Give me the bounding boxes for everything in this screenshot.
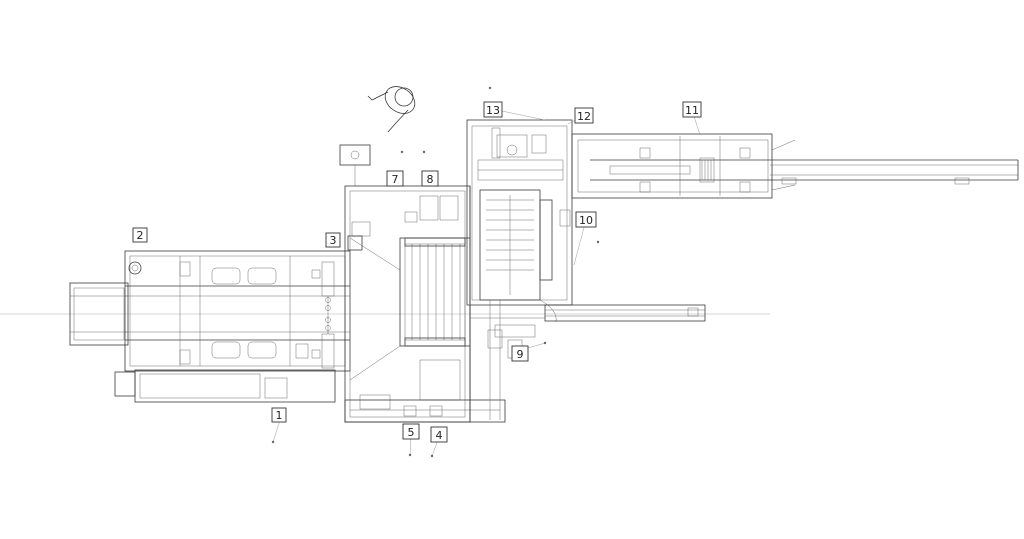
outfeed-conveyor	[571, 133, 1019, 199]
leader-13	[496, 109, 546, 121]
callout-8: 8	[421, 170, 439, 187]
callout-2: 2	[132, 227, 148, 243]
svg-text:2: 2	[137, 229, 144, 242]
infeed-module	[69, 250, 351, 403]
svg-text:8: 8	[427, 173, 434, 186]
callout-12: 12	[574, 107, 594, 124]
leader-10	[573, 219, 587, 266]
svg-text:12: 12	[577, 110, 591, 123]
central-module	[339, 144, 506, 423]
leader-5	[409, 436, 412, 456]
callout-3: 3	[325, 232, 341, 248]
svg-text:3: 3	[330, 234, 337, 247]
callout-9: 9	[511, 345, 529, 362]
side-discharge-rail	[470, 304, 706, 359]
leader-4	[431, 439, 439, 457]
svg-text:13: 13	[486, 104, 500, 117]
svg-text:9: 9	[517, 348, 524, 361]
leader-1	[272, 419, 281, 443]
svg-text:5: 5	[408, 426, 415, 439]
svg-text:1: 1	[276, 409, 283, 422]
callout-4: 4	[430, 426, 448, 443]
callout-7: 7	[386, 170, 404, 187]
callout-1: 1	[271, 407, 287, 423]
callout-11: 11	[682, 101, 702, 118]
svg-text:11: 11	[685, 104, 699, 117]
svg-text:4: 4	[436, 429, 443, 442]
operator-figure	[367, 86, 416, 133]
svg-text:7: 7	[392, 173, 399, 186]
callout-13: 13	[483, 101, 503, 118]
callout-10: 10	[575, 211, 597, 228]
upper-center-module	[466, 119, 573, 323]
callout-5: 5	[402, 423, 420, 440]
svg-text:10: 10	[579, 214, 593, 227]
